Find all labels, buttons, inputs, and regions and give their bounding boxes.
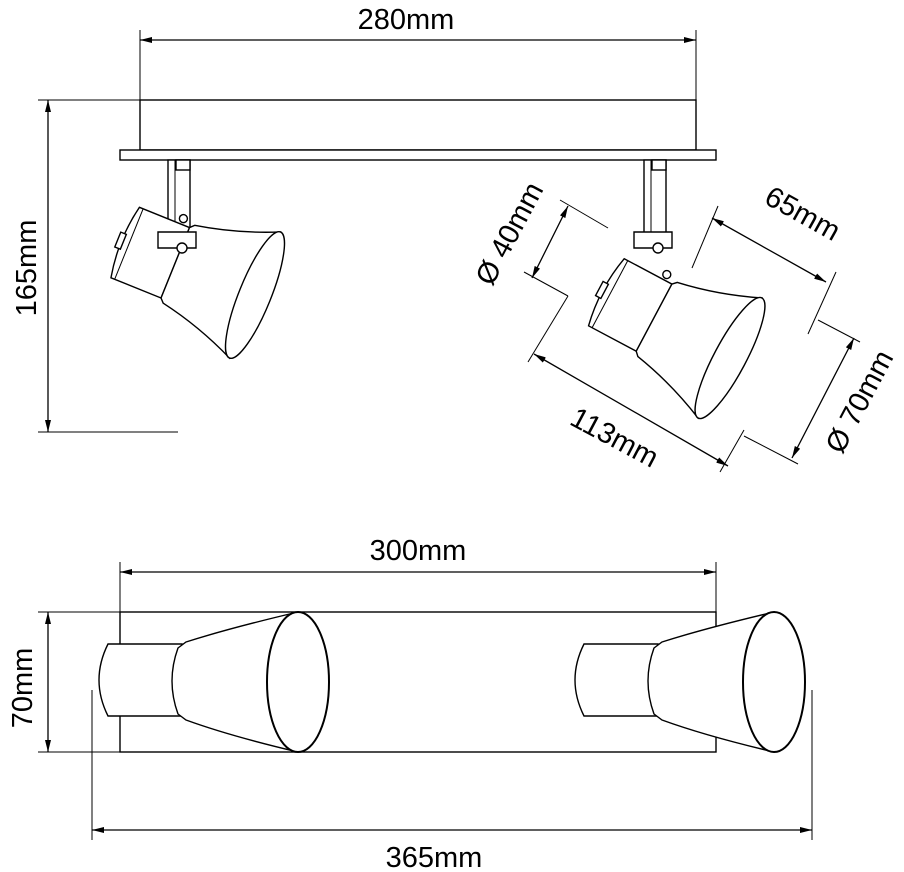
dim-label-70-shade: Ø 70mm	[820, 345, 900, 458]
top-view: 300mm 70mm 365mm	[7, 535, 813, 872]
dim-365	[91, 690, 813, 840]
dim-label-70-depth: 70mm	[7, 648, 39, 729]
dim-300	[119, 562, 717, 640]
right-joint	[633, 231, 673, 254]
dim-label-165: 165mm	[11, 220, 43, 317]
canopy-box	[139, 99, 697, 151]
right-spot-top	[574, 611, 806, 753]
dim-113	[527, 295, 745, 473]
left-joint	[157, 231, 197, 254]
dim-label-40: Ø 40mm	[470, 177, 550, 290]
left-spot	[110, 206, 286, 360]
dim-65	[691, 205, 837, 335]
dim-70-depth	[38, 611, 120, 753]
dim-label-280: 280mm	[358, 4, 455, 36]
dim-165	[38, 99, 178, 433]
side-view: 280mm 165mm Ø 40mm 65mm 113mm	[11, 4, 900, 474]
canopy-plate	[119, 149, 717, 161]
dim-280	[139, 30, 697, 100]
dim-label-365: 365mm	[386, 842, 483, 872]
dim-70-shade	[743, 319, 861, 465]
dim-label-113: 113mm	[565, 402, 664, 475]
dim-label-65: 65mm	[759, 181, 845, 248]
right-spot	[587, 257, 766, 420]
right-arm	[643, 159, 667, 241]
left-spot-top	[98, 611, 330, 753]
dim-label-300: 300mm	[370, 535, 467, 567]
dim-40	[523, 199, 609, 297]
